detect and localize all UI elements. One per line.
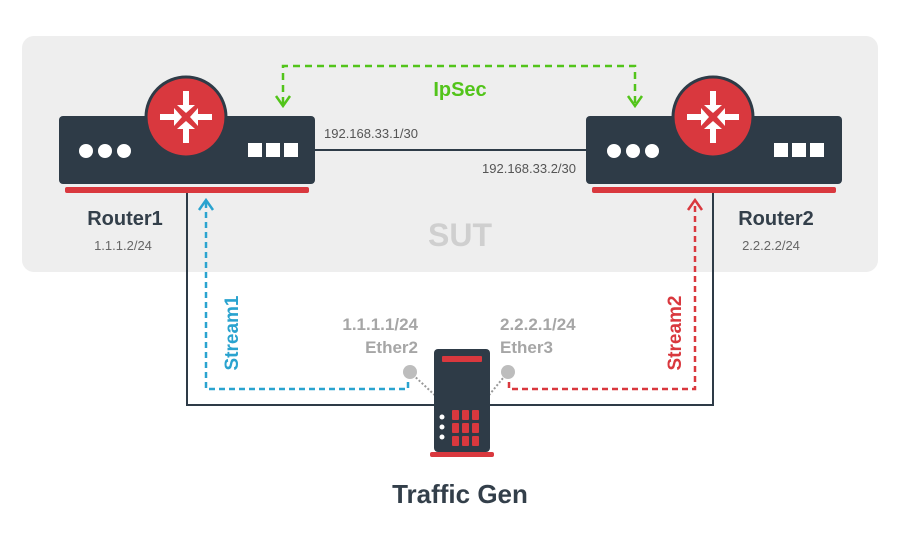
tg-port2-ip: 2.2.2.1/24: [500, 315, 576, 334]
stream2-arrowhead: [686, 197, 704, 211]
traffic-gen-top-stripe: [442, 356, 482, 362]
router1-lan-cable: [186, 188, 440, 406]
stream1-path: [204, 202, 410, 391]
router2-base-stripe: [592, 187, 836, 193]
router2-port-block: [792, 143, 806, 157]
router2-port-dot: [607, 144, 621, 158]
tg-port1-iface: Ether2: [365, 338, 418, 357]
router2-port-dot: [645, 144, 659, 158]
router1-port-block: [266, 143, 280, 157]
router2-badge: [671, 75, 755, 159]
stream1-label: Stream1: [222, 295, 243, 370]
tg-port1-ip: 1.1.1.1/24: [342, 315, 418, 334]
router1-port-block: [248, 143, 262, 157]
stream2-path: [507, 202, 697, 391]
traffic-gen-led: [439, 414, 445, 420]
ipsec-tunnel: [281, 64, 637, 104]
router-arrows-icon: [160, 91, 212, 143]
stream2-label: Stream2: [665, 296, 686, 371]
router2-name: Router2: [738, 208, 814, 230]
router1-name: Router1: [87, 208, 163, 230]
tg-port1-dot: [403, 365, 417, 379]
router2-port-dot: [626, 144, 640, 158]
router2-device: [586, 75, 842, 193]
router2-port-block: [810, 143, 824, 157]
ipsec-label: IpSec: [433, 79, 486, 101]
traffic-gen-led: [439, 434, 445, 440]
router1-badge: [144, 75, 228, 159]
router1-port-dot: [98, 144, 112, 158]
router1-port-dot: [79, 144, 93, 158]
router2-wan-ip: 192.168.33.2/30: [482, 161, 576, 176]
ipsec-arrowhead-left: [274, 95, 292, 109]
tg-port2-dot: [501, 365, 515, 379]
router1-port-block: [284, 143, 298, 157]
router1-wan-ip: 192.168.33.1/30: [324, 126, 418, 141]
tg-port1-link: [409, 371, 441, 401]
router-arrows-icon: [687, 91, 739, 143]
router2-port-block: [774, 143, 788, 157]
router2-lan-ip: 2.2.2.2/24: [742, 238, 800, 253]
sut-panel: [22, 36, 878, 272]
router1-base-stripe: [65, 187, 309, 193]
traffic-gen-led: [439, 424, 445, 430]
traffic-gen-ports-icon: [452, 410, 479, 446]
traffic-gen-base: [430, 452, 494, 457]
tg-port2-iface: Ether3: [500, 338, 553, 357]
router1-port-dot: [117, 144, 131, 158]
router1-lan-ip: 1.1.1.2/24: [94, 238, 152, 253]
sut-label: SUT: [428, 217, 492, 253]
stream1-arrowhead: [197, 197, 215, 211]
router1-device: [59, 75, 315, 193]
traffic-gen-name: Traffic Gen: [392, 479, 528, 509]
traffic-gen-device: [430, 349, 494, 457]
ipsec-arrowhead-right: [626, 95, 644, 109]
router2-lan-cable: [485, 188, 714, 406]
